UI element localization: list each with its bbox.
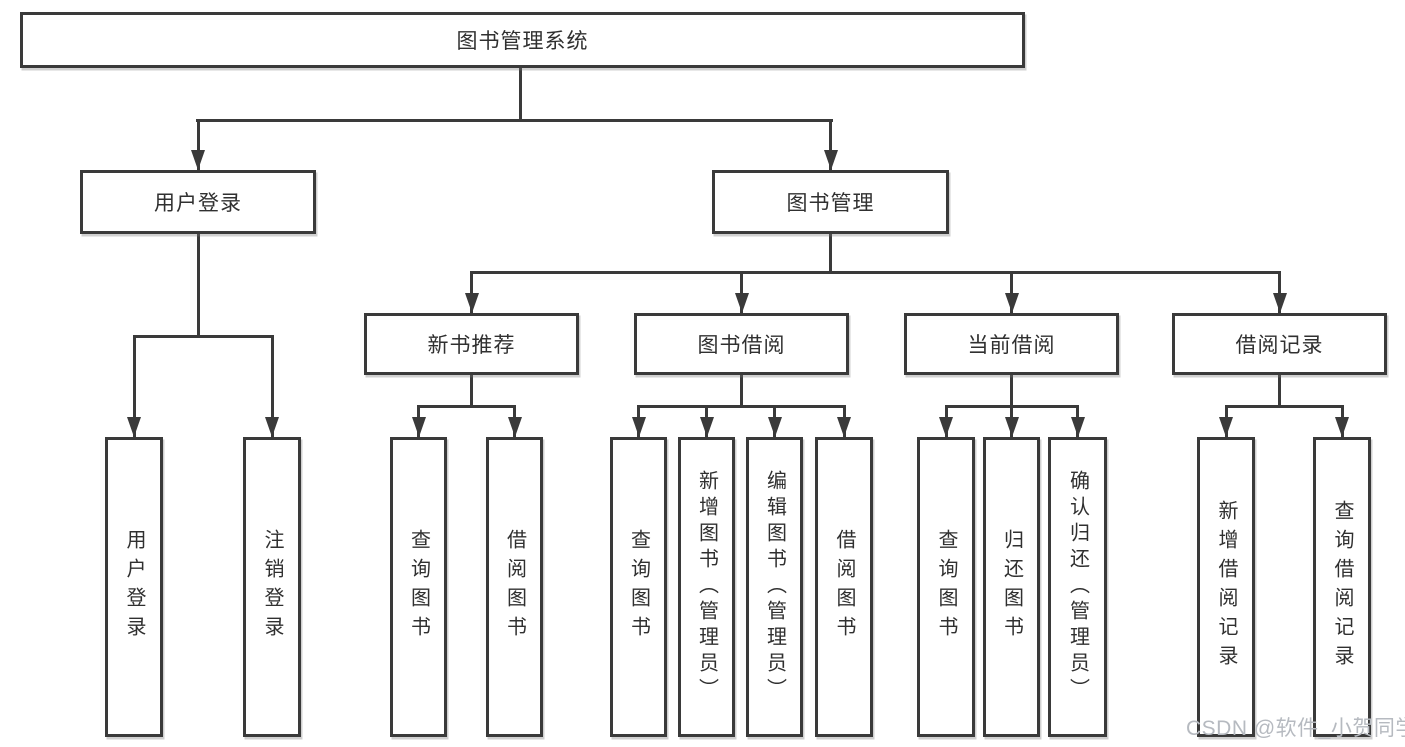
arrowhead-leaf-query-books-current <box>939 417 953 437</box>
node-current-borrow: 当前借阅 <box>904 313 1119 375</box>
node-new-book-recommend: 新书推荐 <box>364 313 579 375</box>
node-book-borrow: 图书借阅 <box>634 313 849 375</box>
connector-level2-horizontal <box>470 271 1281 274</box>
node-root-label: 图书管理系统 <box>456 30 589 53</box>
arrowhead-leaf-query-books-borrow <box>631 417 646 437</box>
arrowhead-book-borrow <box>734 293 749 313</box>
node-root: 图书管理系统 <box>20 12 1025 68</box>
leaf-query-borrow-record: 查询借阅记录 <box>1313 437 1371 737</box>
arrowhead-leaf-return-books <box>1004 417 1019 437</box>
leaf-query-books-current-label: 查询图书 <box>935 529 957 645</box>
leaf-add-books-admin-label: 新增图书（管理员） <box>695 470 718 704</box>
leaf-confirm-return-admin: 确认归还（管理员） <box>1048 437 1107 737</box>
leaf-confirm-return-admin-label: 确认归还（管理员） <box>1066 470 1089 704</box>
arrowhead-leaf-borrow-books-borrow <box>837 417 851 437</box>
connector-book-management-stem <box>829 234 832 272</box>
arrowhead-leaf-add-books <box>699 417 714 437</box>
connector-to-book-borrow <box>740 271 743 313</box>
node-book-management: 图书管理 <box>712 170 949 234</box>
leaf-query-books-current: 查询图书 <box>917 437 975 737</box>
leaf-return-books-label: 归还图书 <box>1000 529 1023 645</box>
leaf-edit-books-admin-label: 编辑图书（管理员） <box>763 470 786 704</box>
connector-to-leaf-user-login <box>132 335 136 437</box>
connector-to-borrow-records <box>1278 271 1281 313</box>
leaf-add-books-admin: 新增图书（管理员） <box>678 437 735 737</box>
connector-user-login-stem <box>196 234 200 336</box>
connector-book-borrow-horizontal <box>637 405 845 408</box>
leaf-query-borrow-record-label: 查询借阅记录 <box>1331 500 1353 674</box>
arrowhead-book-management <box>823 150 838 170</box>
leaf-logout-label: 注销登录 <box>261 529 283 645</box>
arrowhead-new-book-recommend <box>464 293 479 313</box>
arrowhead-leaf-logout <box>265 417 279 437</box>
arrowhead-leaf-user-login <box>127 417 141 437</box>
node-borrow-records-label: 借阅记录 <box>1235 334 1324 357</box>
leaf-add-borrow-record-label: 新增借阅记录 <box>1215 500 1237 674</box>
connector-borrow-records-horizontal <box>1224 405 1344 408</box>
connector-level1-horizontal <box>196 119 833 122</box>
arrowhead-leaf-query-books-recommend <box>411 417 426 437</box>
node-book-management-label: 图书管理 <box>786 192 875 215</box>
connector-book-borrow-stem <box>740 375 743 408</box>
leaf-query-books-borrow: 查询图书 <box>610 437 667 737</box>
connector-to-book-management <box>829 119 832 170</box>
connector-new-book-recommend-horizontal <box>417 405 516 408</box>
node-current-borrow-label: 当前借阅 <box>967 334 1056 357</box>
arrowhead-current-borrow <box>1004 293 1019 313</box>
leaf-return-books: 归还图书 <box>983 437 1040 737</box>
arrowhead-user-login <box>191 150 205 170</box>
node-book-borrow-label: 图书借阅 <box>697 334 786 357</box>
connector-root-stem <box>519 68 522 120</box>
connector-to-leaf-logout <box>270 335 274 437</box>
leaf-borrow-books-recommend: 借阅图书 <box>486 437 543 737</box>
connector-current-borrow-stem <box>1010 375 1013 408</box>
connector-to-user-login <box>196 119 200 170</box>
connector-borrow-records-stem <box>1278 375 1281 408</box>
node-user-login: 用户登录 <box>80 170 316 234</box>
leaf-borrow-books-recommend-label: 借阅图书 <box>503 529 526 645</box>
arrowhead-leaf-borrow-books-recommend <box>507 417 522 437</box>
leaf-query-books-recommend: 查询图书 <box>390 437 447 737</box>
connector-to-current-borrow <box>1010 271 1013 313</box>
leaf-logout: 注销登录 <box>243 437 301 737</box>
leaf-add-borrow-record: 新增借阅记录 <box>1197 437 1255 737</box>
leaf-borrow-books-borrow: 借阅图书 <box>815 437 873 737</box>
node-user-login-label: 用户登录 <box>154 192 242 215</box>
connector-to-new-book-recommend <box>470 271 473 313</box>
arrowhead-leaf-edit-books <box>767 417 782 437</box>
leaf-edit-books-admin: 编辑图书（管理员） <box>746 437 803 737</box>
connector-new-book-recommend-stem <box>470 375 473 408</box>
leaf-borrow-books-borrow-label: 借阅图书 <box>833 529 855 645</box>
arrowhead-leaf-query-record <box>1335 417 1349 437</box>
node-borrow-records: 借阅记录 <box>1172 313 1387 375</box>
leaf-query-books-borrow-label: 查询图书 <box>627 529 650 645</box>
csdn-watermark: CSDN @软件_小贺同学 <box>1186 717 1405 740</box>
arrowhead-leaf-add-record <box>1219 417 1233 437</box>
connector-user-login-horizontal <box>132 335 274 338</box>
node-new-book-recommend-label: 新书推荐 <box>427 334 516 357</box>
leaf-query-books-recommend-label: 查询图书 <box>407 529 430 645</box>
leaf-user-login: 用户登录 <box>105 437 163 737</box>
leaf-user-login-label: 用户登录 <box>123 529 145 645</box>
arrowhead-leaf-confirm-return <box>1070 417 1085 437</box>
arrowhead-borrow-records <box>1272 293 1287 313</box>
